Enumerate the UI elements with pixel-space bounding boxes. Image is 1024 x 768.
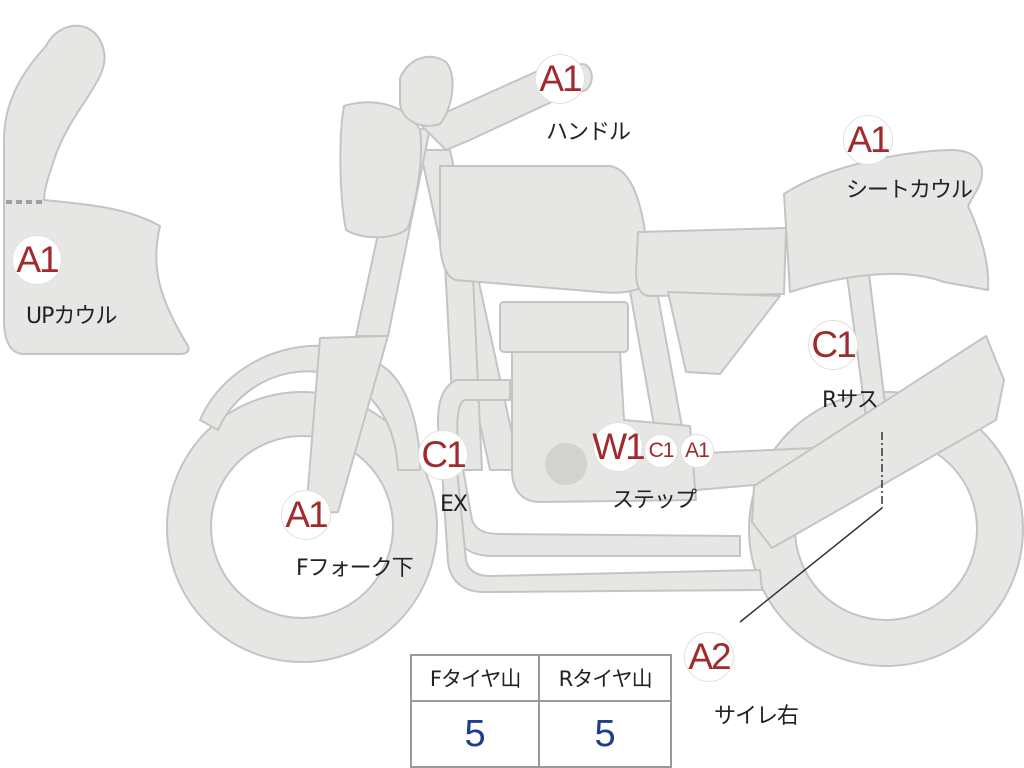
rear-tire-value: 5 (538, 700, 672, 768)
engine-cylinder (499, 301, 629, 353)
exhaust-pipe-lower (439, 439, 763, 593)
seat (635, 227, 787, 297)
rear-tire-header: Rタイヤ山 (538, 654, 672, 702)
marker-ex-label: EX (440, 492, 468, 517)
marker-step-w-badge: W1 (592, 422, 646, 472)
engine-cover (545, 443, 587, 485)
marker-silencer-label: サイレ右 (714, 704, 799, 729)
exhaust-pipe-upper (436, 379, 741, 557)
front-tire-value: 5 (409, 700, 541, 768)
marker-rsus-label: Rサス (822, 388, 879, 413)
marker-seatcowl-label: シートカウル (846, 178, 973, 203)
rear-wheel-outline-outer (748, 391, 1024, 667)
headlight (339, 101, 423, 239)
marker-ex-badge: C1 (418, 430, 468, 480)
marker-upcowl-label: UPカウル (26, 304, 117, 329)
silencer (751, 335, 1005, 549)
front-wheel (167, 392, 437, 662)
tire-tread-table: Fタイヤ山 Rタイヤ山 5 5 (409, 654, 672, 768)
marker-silencer-badge: A2 (684, 632, 734, 682)
marker-handle-badge: A1 (535, 54, 585, 104)
marker-rsus-badge: C1 (808, 320, 858, 370)
side-panel (667, 291, 781, 375)
front-wheel-outline-outer (166, 391, 438, 663)
marker-upcowl-badge: A1 (12, 235, 62, 285)
marker-step-label: ステップ (612, 488, 697, 513)
marker-seatcowl-badge: A1 (843, 115, 893, 165)
marker-ffork-label: Fフォーク下 (296, 556, 414, 581)
silencer-leader-line (739, 507, 883, 623)
marker-handle-label: ハンドル (546, 120, 631, 145)
handlebar-grip (399, 55, 454, 127)
fuel-tank (439, 165, 649, 294)
marker-step-a-badge: A1 (680, 434, 714, 468)
marker-ffork-badge: A1 (281, 490, 331, 540)
front-tire-header: Fタイヤ山 (409, 654, 541, 702)
marker-step-c-badge: C1 (644, 434, 678, 468)
